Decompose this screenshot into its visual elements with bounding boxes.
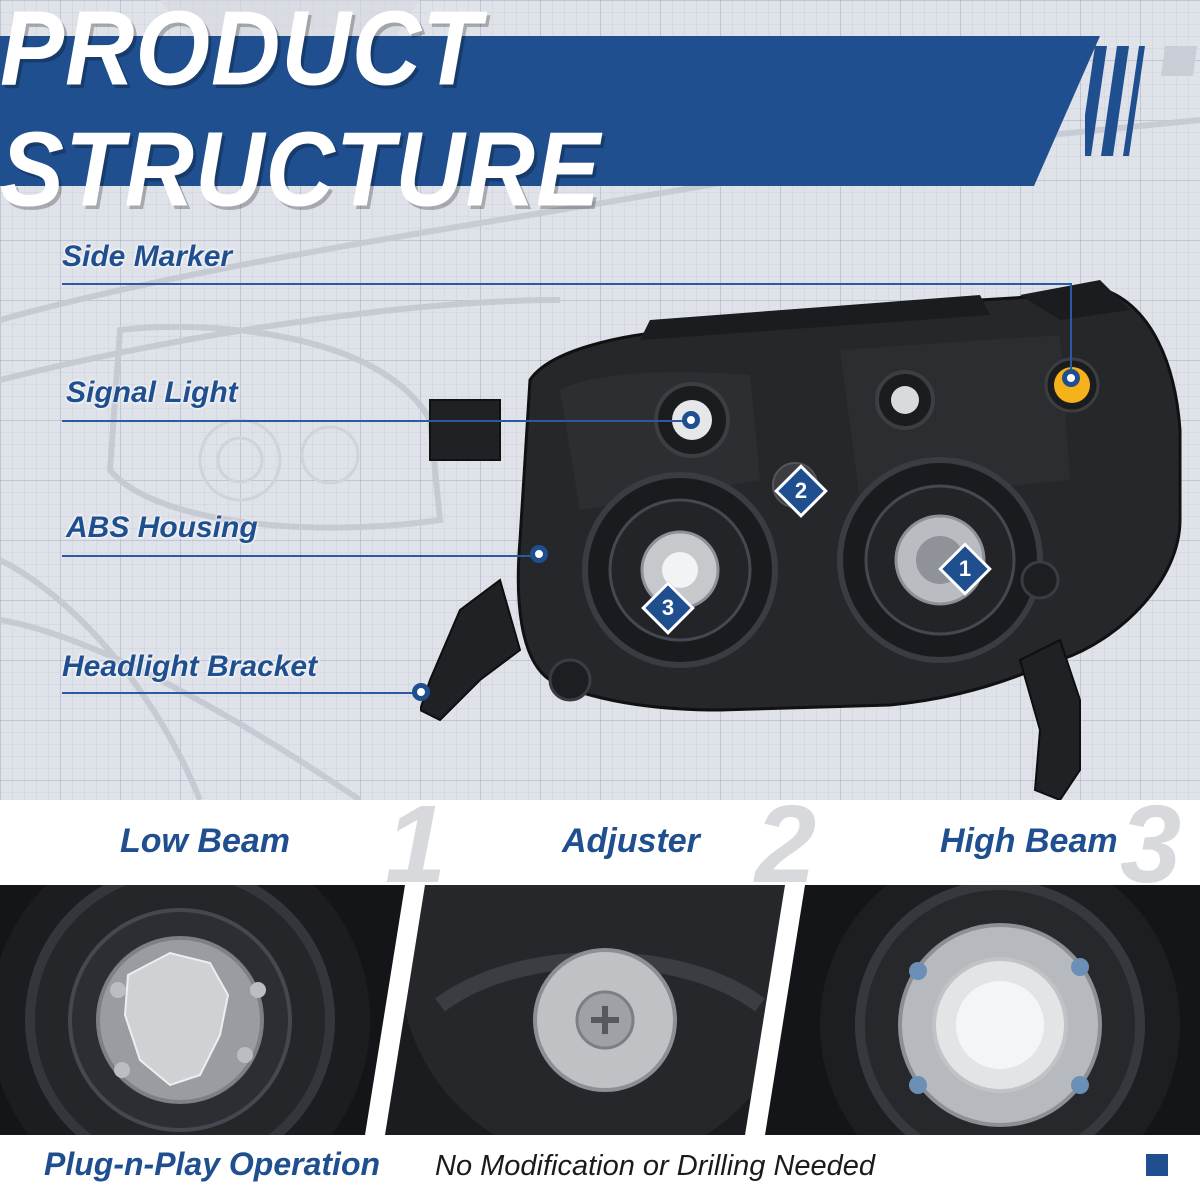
signal-light-label: Signal Light (66, 376, 238, 409)
feature-number-3: 3 (1120, 783, 1182, 906)
signal-light-dot (682, 411, 700, 429)
feature-label-strip (0, 800, 1200, 885)
footer-bar (0, 1135, 1200, 1200)
abs-housing-dot (530, 545, 548, 563)
closeup-photo-strip (0, 885, 1200, 1135)
abs-housing-leader-line (62, 555, 537, 557)
side-marker-dot (1062, 369, 1080, 387)
side-marker-label: Side Marker (62, 240, 233, 273)
page-title: PRODUCT STRUCTURE (0, 0, 601, 229)
footer-highlight: Plug-n-Play Operation (44, 1146, 381, 1182)
side-marker-leader-line (62, 283, 1072, 285)
high-beam-closeup (760, 885, 1200, 1135)
badge-high-beam-number: 1 (958, 556, 972, 581)
signal-light-leader-line (62, 420, 687, 422)
low-beam-label: Low Beam (120, 822, 291, 860)
title-banner (0, 36, 1100, 186)
abs-housing-label: ABS Housing (66, 511, 258, 544)
feature-number-2: 2 (755, 783, 817, 906)
headlight-bracket-label: Headlight Bracket (62, 650, 318, 683)
footer-description: No Modification or Drilling Needed (435, 1150, 876, 1182)
high-beam-label: High Beam (940, 822, 1118, 860)
feature-number-1: 1 (385, 783, 447, 906)
badge-low-beam-number: 3 (661, 595, 675, 620)
adjuster-closeup (380, 885, 800, 1135)
headlight-bracket-dot (412, 683, 430, 701)
closeup-photos (0, 885, 1200, 1135)
low-beam-closeup (0, 885, 420, 1135)
side-marker-leader-drop (1070, 283, 1072, 375)
badge-adjuster-number: 2 (794, 478, 808, 503)
footer-square-decoration (1146, 1154, 1168, 1176)
adjuster-label: Adjuster (562, 822, 700, 860)
headlight-bracket-leader-line (62, 692, 417, 694)
banner-stripes-decoration (1085, 46, 1197, 156)
